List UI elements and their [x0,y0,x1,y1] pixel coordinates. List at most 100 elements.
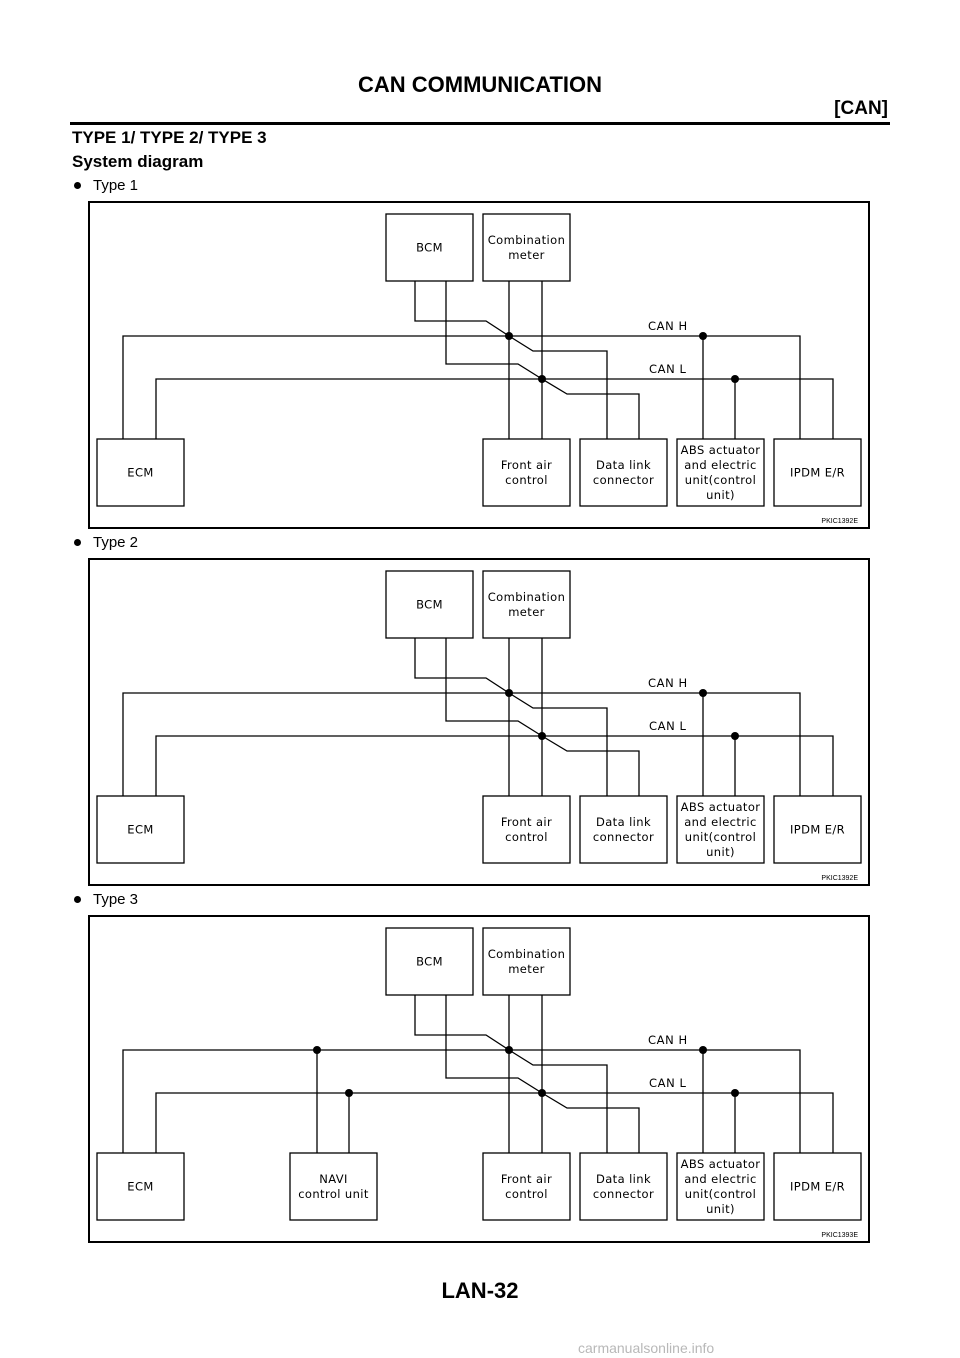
meter-label: Combination [488,590,566,604]
bcm-label: BCM [416,598,443,612]
abs-label: unit) [706,845,735,859]
abs-label: and electric [684,458,757,472]
bullet-icon [74,181,81,189]
ipdm-unit-box: IPDM E/R [773,438,862,507]
diagram-1-label: Type 1 [74,177,138,194]
can-h-label: CAN H [648,319,688,333]
diagram-2-label: Type 2 [74,534,138,551]
bcm-can-h-wire [414,638,510,694]
can-l-bus-line [155,378,834,439]
dlc-label: connector [593,473,654,487]
bcm-unit-box: BCM [385,927,474,996]
dlc-label: connector [593,830,654,844]
junction-dot [505,332,513,340]
bcm-label: BCM [416,955,443,969]
junction-dot [731,375,739,383]
ipdm-label: IPDM E/R [790,823,845,837]
bullet-icon [74,538,81,546]
ecm-unit-box: ECM [96,795,185,864]
bcm-can-l-wire [445,995,543,1094]
dlc-can-h-wire [508,1049,608,1153]
bullet-icon [74,895,81,903]
bcm-can-l-wire [445,281,543,380]
diagram-frame [88,558,870,886]
ecm-unit-box: ECM [96,438,185,507]
section-title: TYPE 1/ TYPE 2/ TYPE 3 [72,128,267,147]
diagram-1-label-text: Type 1 [93,177,139,194]
meter-label: Combination [488,947,566,961]
diagram-3-label-text: Type 3 [93,891,139,908]
abs-label: and electric [684,815,757,829]
can-h-label: CAN H [648,1033,688,1047]
dlc-can-h-wire [508,335,608,439]
meter-label: meter [508,605,545,619]
bcm-unit-box: BCM [385,213,474,282]
junction-dot [699,1046,707,1054]
junction-dot [505,1046,513,1054]
dlc-label: Data link [596,815,651,829]
ecm-label: ECM [127,823,153,837]
dlc-label: Data link [596,458,651,472]
abs-label: ABS actuator [681,1157,761,1171]
ipdm-label: IPDM E/R [790,1180,845,1194]
abs-label: unit(control [685,1187,756,1201]
front-air-label: control [505,830,548,844]
bcm-label: BCM [416,241,443,255]
page-header-title: CAN COMMUNICATION [357,72,602,97]
can-l-bus-line [155,735,834,796]
can-l-label: CAN L [649,719,687,733]
ecm-label: ECM [127,466,153,480]
diagram-frame [88,915,870,1243]
bcm-can-h-wire [414,281,510,337]
diagram-3-label: Type 3 [74,891,138,908]
dlc-can-l-wire [541,1092,640,1153]
junction-dot [731,732,739,740]
ecm-unit-box: ECM [96,1152,185,1221]
navi-label: NAVI [319,1172,348,1186]
bcm-can-h-wire [414,995,510,1051]
figure-code: PKIC1392E [821,875,858,882]
ecm-label: ECM [127,1180,153,1194]
junction-dot [538,1089,546,1097]
front-air-label: control [505,473,548,487]
watermark: carmanualsonline.info [578,1340,715,1356]
bcm-can-l-wire [445,638,543,737]
dlc-can-l-wire [541,735,640,796]
can-l-bus-line [155,1092,834,1153]
abs-label: ABS actuator [681,800,761,814]
dlc-label: connector [593,1187,654,1201]
abs-label: unit) [706,1202,735,1216]
abs-label: ABS actuator [681,443,761,457]
can-h-bus-line [122,692,801,796]
meter-label: meter [508,962,545,976]
ipdm-unit-box: IPDM E/R [773,1152,862,1221]
section-tag: [CAN] [834,98,888,119]
junction-dot [345,1089,353,1097]
junction-dot [699,689,707,697]
diagram-2-label-text: Type 2 [93,534,139,551]
dlc-label: Data link [596,1172,651,1186]
page-number: LAN-32 [441,1278,519,1303]
junction-dot [538,375,546,383]
can-l-label: CAN L [649,362,687,376]
meter-label: meter [508,248,545,262]
figure-code: PKIC1392E [821,518,858,525]
front-air-label: Front air [501,458,552,472]
ipdm-label: IPDM E/R [790,466,845,480]
ipdm-unit-box: IPDM E/R [773,795,862,864]
